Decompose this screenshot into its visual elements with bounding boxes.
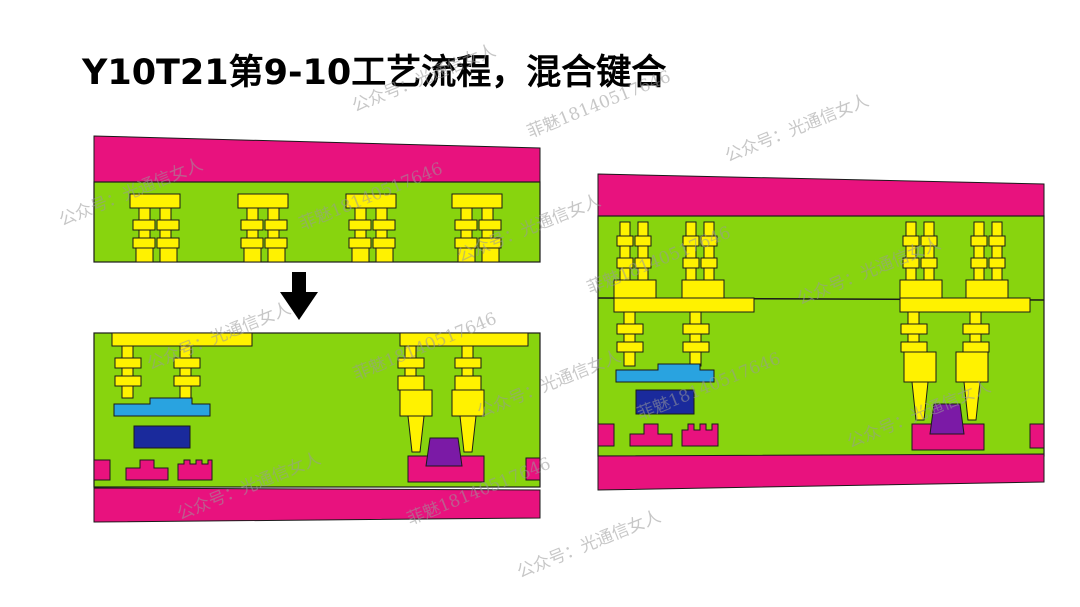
panel-b-redistribution-layer — [113, 397, 211, 417]
panel-c-redistribution-layer — [615, 363, 715, 383]
watermark-contact: 菲魅18140517646 — [524, 67, 673, 143]
panel-c-bottom-substrate — [597, 453, 1045, 491]
panel-b-substrate — [93, 487, 541, 523]
watermark-account: 公众号：光通信女人 — [722, 91, 871, 167]
panel-b-bottom-wafer — [93, 332, 541, 523]
panel-a-top-wafer — [93, 135, 541, 263]
watermark-account: 公众号：光通信女人 — [349, 41, 498, 117]
arrow-down-icon — [280, 272, 318, 320]
panel-c-bonded-stack — [597, 173, 1045, 491]
panel-b-chip — [133, 425, 191, 449]
panel-c-die — [929, 403, 965, 435]
panel-c-top-substrate — [597, 173, 1045, 221]
panel-c-chip — [635, 389, 695, 415]
slide-title: Y10T21第9-10工艺流程，混合键合 — [82, 53, 667, 93]
panel-b-die — [425, 437, 463, 467]
